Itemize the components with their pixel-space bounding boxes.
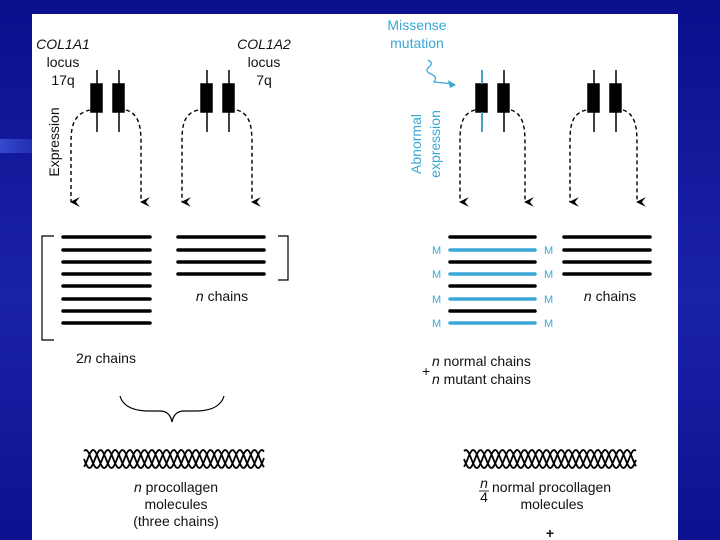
diagram-panel: COL1A1 locus 17q COL1A2 locus 7q Express…: [32, 14, 678, 540]
svg-text:M: M: [432, 269, 441, 281]
col1a1-mutant-gene-locus: [475, 70, 510, 132]
result-left-line1: n procollagen: [134, 479, 218, 495]
col1a1-gene-label: COL1A1: [36, 36, 90, 52]
helix-strand: [83, 449, 265, 469]
helix-strand: [83, 449, 265, 469]
mutant-markers: M M M M M M M M: [432, 245, 553, 330]
bracket-2n: [41, 235, 54, 341]
chains-n-label-right: n chains: [584, 288, 636, 304]
col1a1-chrom-label: 17q: [51, 72, 74, 88]
result-left-line2: molecules: [144, 496, 207, 512]
missense-pointer: [426, 59, 455, 85]
col1a2-chains: [176, 235, 266, 276]
col1a1-locus-label: locus: [47, 54, 80, 70]
col1a1-chains: [61, 235, 152, 325]
expression-arrows-right: [459, 109, 646, 207]
svg-text:M: M: [544, 294, 553, 306]
procollagen-helix-left: [83, 449, 265, 469]
missense-pointer-head: [448, 80, 456, 88]
abnormal-label-line1: Abnormal: [408, 114, 424, 174]
collagen-diagram: COL1A1 locus 17q COL1A2 locus 7q Express…: [36, 17, 652, 540]
svg-text:M: M: [432, 245, 441, 257]
result-right-line2: molecules: [520, 496, 583, 512]
fraction-denominator: 4: [480, 489, 488, 505]
plus-small: +: [422, 363, 430, 379]
mutant-chains-label: n mutant chains: [432, 371, 531, 387]
result-right-line1: normal procollagen: [492, 479, 611, 495]
result-left-line3: (three chains): [133, 513, 219, 529]
abnormal-label-line2: expression: [427, 110, 443, 178]
procollagen-helix-right: [463, 449, 637, 469]
col1a1-gene-locus: [90, 70, 125, 132]
col1a2-gene-label: COL1A2: [237, 36, 291, 52]
plus-big: +: [546, 525, 554, 540]
svg-text:M: M: [432, 318, 441, 330]
normal-chains-label: n normal chains: [432, 353, 531, 369]
col1a2-gene-locus: [200, 70, 235, 132]
helix-strand: [463, 449, 637, 469]
bracket-n: [278, 235, 289, 281]
combine-brace: [119, 395, 225, 423]
missense-label-line1: Missense: [387, 17, 446, 33]
svg-text:M: M: [544, 245, 553, 257]
expression-label: Expression: [46, 107, 62, 176]
svg-text:M: M: [544, 269, 553, 281]
svg-text:M: M: [544, 318, 553, 330]
mixed-chains: [448, 235, 537, 325]
col1a2-gene-locus-right: [587, 70, 622, 132]
chains-2n-label: 2n chains: [76, 350, 136, 366]
fraction-numerator: n: [480, 475, 488, 491]
helix-strand: [463, 449, 637, 469]
col1a2-chrom-label: 7q: [256, 72, 272, 88]
col1a2-locus-label: locus: [248, 54, 281, 70]
chains-n-label-left: n chains: [196, 288, 248, 304]
missense-label-line2: mutation: [390, 35, 444, 51]
svg-text:M: M: [432, 294, 441, 306]
col1a2-chains-right: [562, 235, 652, 276]
expression-arrows-left: [70, 109, 261, 207]
